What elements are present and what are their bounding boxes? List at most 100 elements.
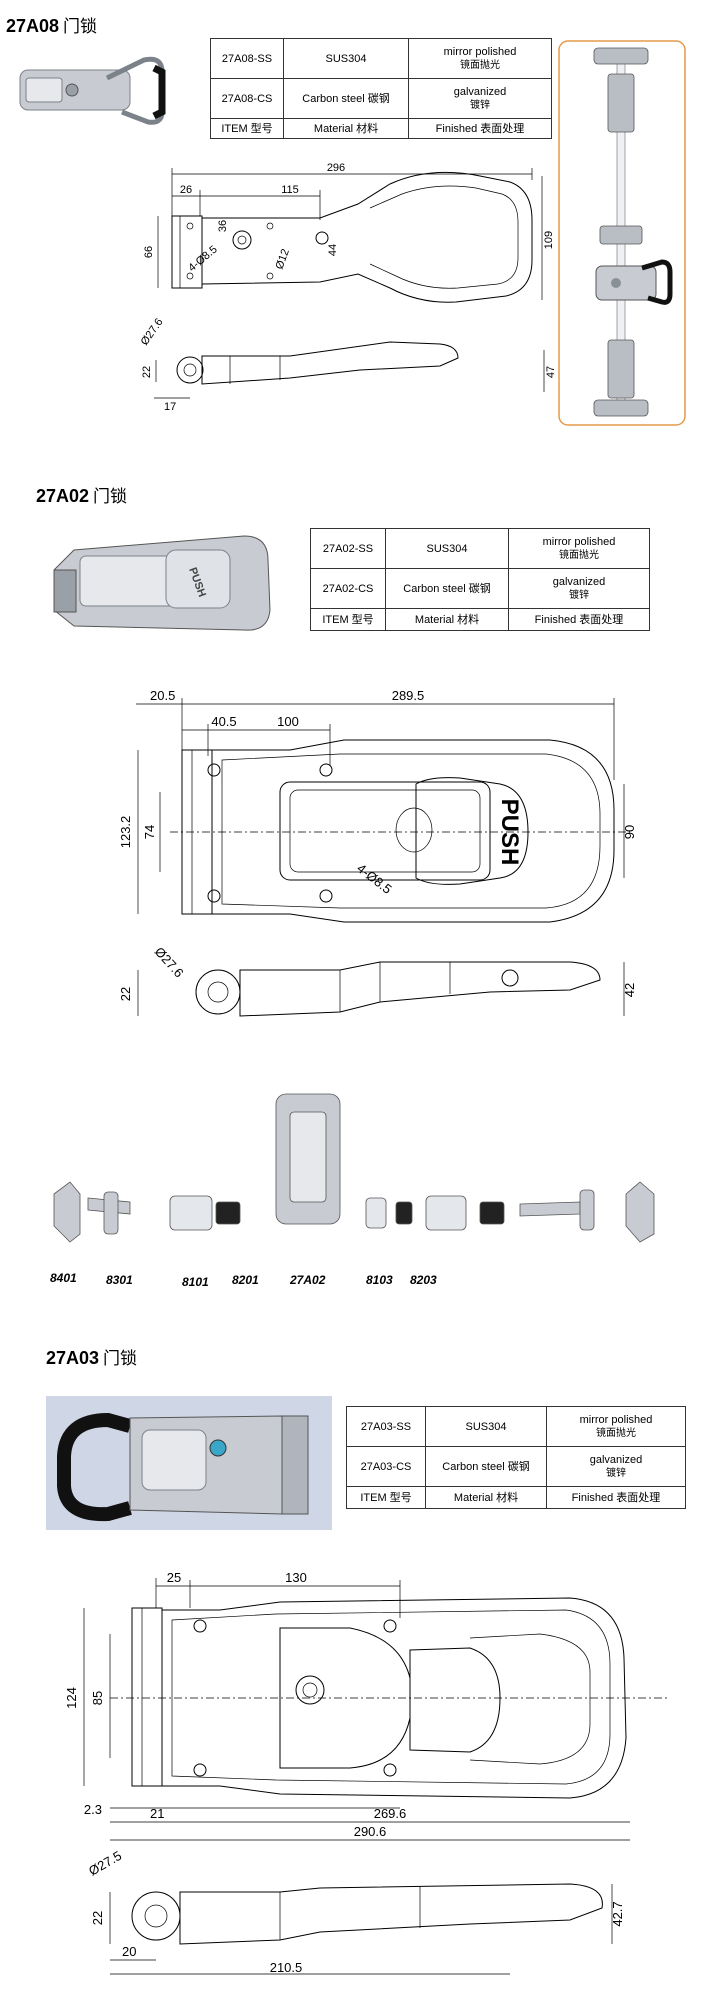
model-number: 27A02 bbox=[36, 486, 90, 506]
material-cell: SUS304 bbox=[385, 528, 509, 569]
header-item: ITEM 型号 bbox=[210, 118, 284, 139]
dim-text: Ø12 bbox=[274, 247, 292, 271]
dim-text: 20 bbox=[122, 1944, 136, 1959]
photo-27a03 bbox=[46, 1396, 332, 1530]
dim-text: 90 bbox=[622, 825, 637, 839]
item-cell: 27A08-CS bbox=[210, 78, 284, 119]
dim-text: 269.6 bbox=[374, 1806, 407, 1821]
finish-en: galvanized bbox=[589, 1453, 643, 1466]
item-cell: 27A02-CS bbox=[310, 568, 386, 609]
dim-text: Ø27.5 bbox=[86, 1848, 124, 1879]
dim-text: Ø27.6 bbox=[152, 944, 187, 980]
part-label: 8301 bbox=[106, 1273, 133, 1287]
part-8401-shape bbox=[53, 1181, 81, 1243]
dim-text: 44 bbox=[327, 244, 339, 256]
header-item: ITEM 型号 bbox=[346, 1486, 426, 1509]
finish-cn: 镜面抛光 bbox=[460, 59, 500, 71]
part-label: 8401 bbox=[50, 1271, 77, 1285]
dim-text: 4-Ø8.5 bbox=[186, 243, 219, 274]
dim-text: 115 bbox=[281, 184, 299, 196]
model-number: 27A03 bbox=[46, 1348, 100, 1368]
dim-text: 100 bbox=[277, 714, 299, 729]
dim-text: 20.5 bbox=[150, 688, 175, 703]
model-name-cn: 门锁 bbox=[93, 487, 128, 507]
dim-text: 2.3 bbox=[84, 1802, 102, 1817]
photo-27a08 bbox=[19, 56, 166, 125]
header-material: Material 材料 bbox=[283, 118, 409, 139]
dim-text: 26 bbox=[180, 184, 192, 196]
material-cell: Carbon steel 碳钢 bbox=[283, 78, 409, 119]
dim-text: 36 bbox=[217, 220, 229, 232]
dim-text: 290.6 bbox=[354, 1824, 387, 1839]
dim-text: 17 bbox=[164, 401, 176, 413]
dim-text: 123.2 bbox=[118, 816, 133, 849]
dim-text: 22 bbox=[90, 1911, 105, 1925]
dim-text: 289.5 bbox=[392, 688, 425, 703]
dim-text: 74 bbox=[142, 825, 157, 839]
dim-text: 109 bbox=[543, 231, 555, 249]
finish-en: mirror polished bbox=[579, 1413, 653, 1426]
part-label: 8103 bbox=[366, 1273, 393, 1287]
model-number: 27A08 bbox=[6, 16, 60, 36]
dim-text: 124 bbox=[64, 1687, 79, 1709]
dim-text: 85 bbox=[90, 1691, 105, 1705]
dim-text: 25 bbox=[167, 1570, 181, 1585]
drawing-27a08: 296 26 115 66 36 44 109 4-Ø8.5 Ø12 Ø27.6… bbox=[139, 162, 557, 413]
parts-exploded-view: 8401 8301 8101 8201 27A02 8103 8203 bbox=[50, 1093, 655, 1289]
dim-text: Ø27.6 bbox=[139, 316, 166, 347]
finish-cn: 镀锌 bbox=[470, 99, 490, 111]
header-finish: Finished 表面处理 bbox=[408, 118, 552, 139]
photo-door-bar bbox=[558, 40, 686, 426]
header-finish: Finished 表面处理 bbox=[546, 1486, 686, 1509]
item-cell: 27A03-CS bbox=[346, 1446, 426, 1487]
dim-text: 130 bbox=[285, 1570, 307, 1585]
dim-text: 296 bbox=[327, 162, 345, 174]
dim-text: 4-Ø8.5 bbox=[354, 861, 395, 897]
header-finish: Finished 表面处理 bbox=[508, 608, 650, 631]
photo-27a02: PUSH bbox=[53, 535, 271, 631]
part-label: 8201 bbox=[232, 1273, 259, 1287]
finish-cn: 镀锌 bbox=[569, 589, 589, 601]
part-label: 27A02 bbox=[289, 1273, 326, 1287]
item-cell: 27A02-SS bbox=[310, 528, 386, 569]
item-cell: 27A08-SS bbox=[210, 38, 284, 79]
material-cell: Carbon steel 碳钢 bbox=[425, 1446, 547, 1487]
dim-text: 47 bbox=[545, 366, 557, 378]
drawing-27a03: 25 130 124 85 2.3 21 269.6 290.6 Ø27.5 2… bbox=[64, 1570, 670, 1975]
model-name-cn: 门锁 bbox=[103, 1349, 138, 1369]
finish-en: galvanized bbox=[552, 575, 606, 588]
model-name-cn: 门锁 bbox=[63, 17, 98, 37]
dim-text: 210.5 bbox=[270, 1960, 303, 1975]
header-material: Material 材料 bbox=[425, 1486, 547, 1509]
header-material: Material 材料 bbox=[385, 608, 509, 631]
header-item: ITEM 型号 bbox=[310, 608, 386, 631]
finish-en: mirror polished bbox=[443, 45, 517, 58]
finish-cn: 镜面抛光 bbox=[596, 1427, 636, 1439]
dim-text: 22 bbox=[141, 366, 153, 378]
finish-cn: 镀锌 bbox=[606, 1467, 626, 1479]
finish-cn: 镜面抛光 bbox=[559, 549, 599, 561]
dim-text: 22 bbox=[118, 987, 133, 1001]
dim-text: 42 bbox=[622, 983, 637, 997]
dim-text: 21 bbox=[150, 1806, 164, 1821]
dim-text: 42.7 bbox=[610, 1901, 625, 1926]
drawing-27a02: 20.5 289.5 40.5 100 123.2 74 PUSH 90 4-Ø… bbox=[118, 688, 637, 1017]
dim-text: 66 bbox=[143, 246, 155, 258]
part-label: 8101 bbox=[182, 1275, 209, 1289]
material-cell: Carbon steel 碳钢 bbox=[385, 568, 509, 609]
finish-en: galvanized bbox=[453, 85, 507, 98]
part-label: 8203 bbox=[410, 1273, 437, 1287]
item-cell: 27A03-SS bbox=[346, 1406, 426, 1447]
finish-en: mirror polished bbox=[542, 535, 616, 548]
